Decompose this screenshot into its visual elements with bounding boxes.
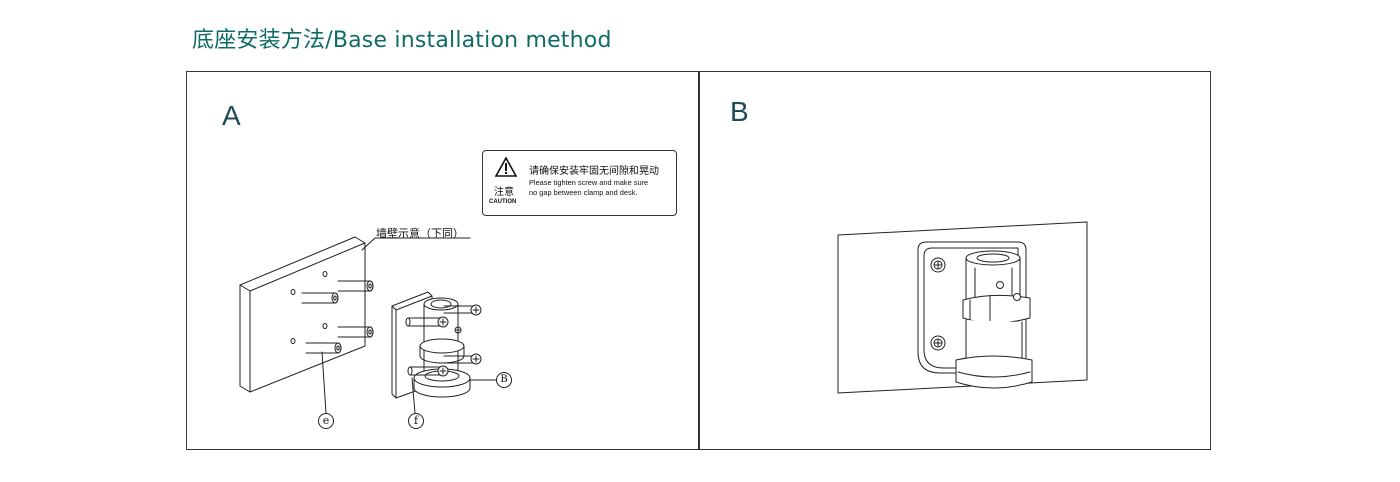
wall-label: 墙壁示意（下同） [376, 227, 464, 240]
panel-a-label: A [222, 100, 241, 131]
callout-f: f [408, 413, 424, 429]
caution-cn-word: 注意 [494, 187, 514, 198]
base-bracket-a [391, 291, 471, 399]
page-title: 底座安装方法/Base installation method [192, 28, 612, 53]
callout-b: B [496, 372, 512, 388]
warning-icon [495, 157, 517, 177]
caution-en-message: Please tighten screw and make sure no ga… [529, 178, 648, 197]
callout-e: e [318, 413, 334, 429]
wall-studs [301, 280, 374, 354]
base-assembly-b [955, 250, 1033, 389]
caution-en-line2: no gap between clamp and desk. [529, 187, 638, 197]
panel-b-label: B [730, 96, 749, 127]
caution-en-word: CAUTION [489, 199, 517, 205]
caution-cn-message: 请确保安装牢固无间隙和晃动 [529, 166, 659, 177]
caution-box: 注意 CAUTION 请确保安装牢固无间隙和晃动 Please tighten … [482, 150, 677, 216]
bracket-screws [405, 304, 482, 377]
caution-en-line1: Please tighten screw and make sure [529, 178, 649, 187]
panel-divider [698, 71, 700, 450]
